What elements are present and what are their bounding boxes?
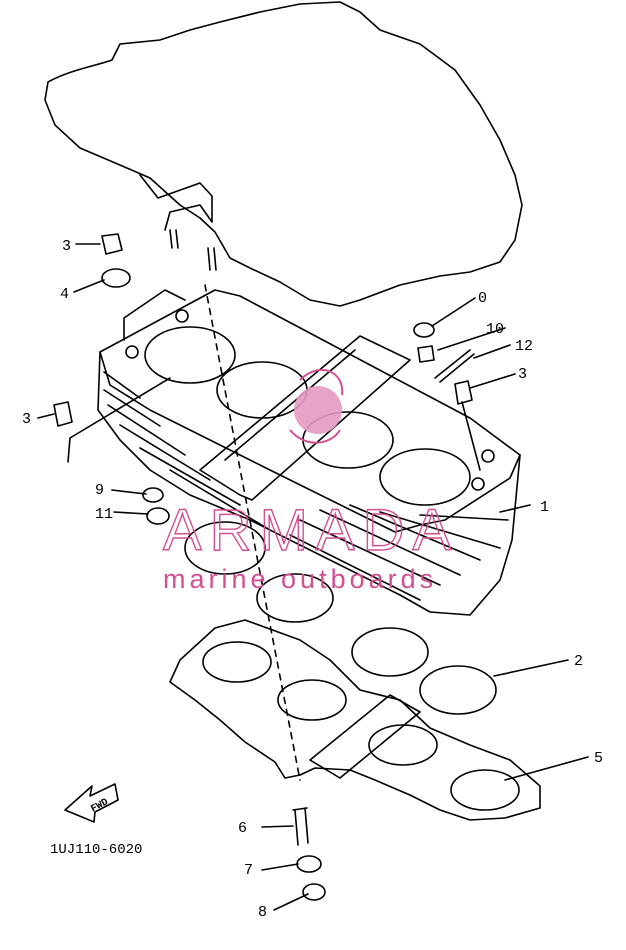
callout-0: 0 (478, 290, 487, 307)
bore-2 (216, 361, 308, 419)
gasket-center-frame (309, 694, 421, 779)
part-0-washer (413, 322, 435, 338)
callouts: 1 2 3 3 3 4 5 6 7 8 9 10 11 12 0 FWD 1UJ… (22, 238, 603, 921)
part-6-stud (292, 807, 309, 846)
o-ring-3 (351, 627, 429, 677)
cooling-fins (103, 371, 509, 601)
callout-4: 4 (60, 286, 69, 303)
callout-1: 1 (540, 499, 549, 516)
cylinder-block-top (99, 289, 521, 533)
bore-4 (379, 448, 471, 506)
part-3-cap-c (454, 380, 473, 405)
callout-6: 6 (238, 820, 247, 837)
crankcase-outline (44, 1, 523, 307)
dowel-hole (471, 477, 485, 491)
callout-3c: 3 (518, 366, 527, 383)
base-gasket (169, 619, 541, 821)
callout-12: 12 (515, 338, 533, 355)
crankcase-bracket (139, 174, 213, 231)
callout-8: 8 (258, 904, 267, 921)
diagram-code: 1UJ110-6020 (50, 842, 142, 858)
callout-7: 7 (244, 862, 253, 879)
bore-1 (144, 326, 236, 384)
watermark-logo-icon (294, 386, 342, 434)
stud-left (169, 229, 179, 249)
o-ring-1 (184, 521, 266, 575)
callout-5: 5 (594, 750, 603, 767)
watermark-tagline: marine outboards (163, 564, 437, 594)
callout-3b: 3 (22, 411, 31, 428)
gasket-bore-4 (450, 769, 520, 811)
part-3-cap-b (53, 401, 73, 427)
callout-9: 9 (95, 482, 104, 499)
leader-lines (37, 243, 589, 911)
dowel-hole (125, 345, 139, 359)
part-8-nut (302, 883, 326, 901)
callout-3a: 3 (62, 238, 71, 255)
part-12-stud (434, 349, 475, 383)
watermark-brand: ARMADA (163, 498, 459, 563)
watermark: ARMADA marine outboards (162, 368, 459, 594)
cylinder-block-body (97, 351, 521, 616)
part-3-cap-a (101, 233, 123, 255)
gasket-bore-2 (277, 679, 347, 721)
gasket-bore-1 (202, 641, 272, 683)
bracket-right (461, 401, 481, 471)
part-4-washer (101, 268, 131, 288)
stud-right (207, 247, 217, 271)
bracket-left (123, 289, 186, 341)
part-7-washer (296, 855, 322, 873)
bracket-left-lower (67, 377, 171, 463)
part-11-nut (146, 507, 170, 525)
alignment-line (204, 284, 301, 781)
dowel-hole (481, 449, 495, 463)
part-9-washer (142, 487, 164, 503)
part-10-nut (417, 345, 435, 363)
o-ring-4 (419, 665, 497, 715)
o-ring-2 (256, 573, 334, 623)
fwd-label: FWD (89, 797, 110, 815)
dowel-hole (175, 309, 189, 323)
callout-2: 2 (574, 653, 583, 670)
callout-11: 11 (95, 506, 113, 523)
fwd-arrow-icon (64, 783, 119, 823)
callout-10: 10 (486, 321, 504, 338)
watermark-logo-detail (289, 368, 344, 444)
